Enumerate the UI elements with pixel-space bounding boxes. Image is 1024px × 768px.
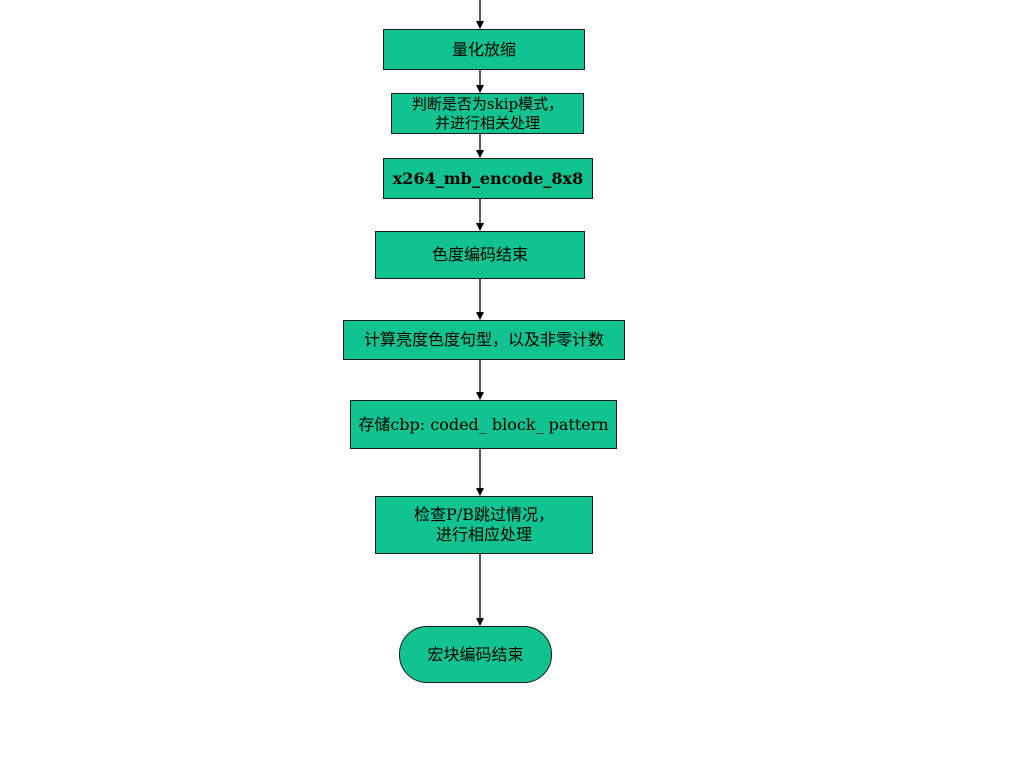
terminal-mb-encode-end: 宏块编码结束 [399,626,552,683]
step-quant-scale-label: 量化放缩 [451,39,516,59]
step-cbp-calc: 计算亮度色度句型，以及非零计数 [343,320,625,360]
step-pb-skip-check-label: 检查P/B跳过情况， 进行相应处理 [414,505,554,544]
step-skip-check: 判断是否为skip模式， 并进行相关处理 [391,93,584,134]
step-cbp-calc-label: 计算亮度色度句型，以及非零计数 [363,330,604,349]
step-cbp-store-label: 存储cbp: coded_ block_ pattern [358,414,609,434]
terminal-mb-encode-end-label: 宏块编码结束 [427,644,524,664]
step-chroma-end: 色度编码结束 [375,231,585,279]
step-skip-check-label: 判断是否为skip模式， 并进行相关处理 [411,94,564,132]
step-pb-skip-check: 检查P/B跳过情况， 进行相应处理 [375,496,593,554]
step-cbp-store: 存储cbp: coded_ block_ pattern [350,400,617,449]
step-encode-8x8-label: x264_mb_encode_8x8 [392,168,584,188]
step-chroma-end-label: 色度编码结束 [431,245,528,264]
step-quant-scale: 量化放缩 [383,29,585,70]
step-encode-8x8: x264_mb_encode_8x8 [383,158,593,199]
